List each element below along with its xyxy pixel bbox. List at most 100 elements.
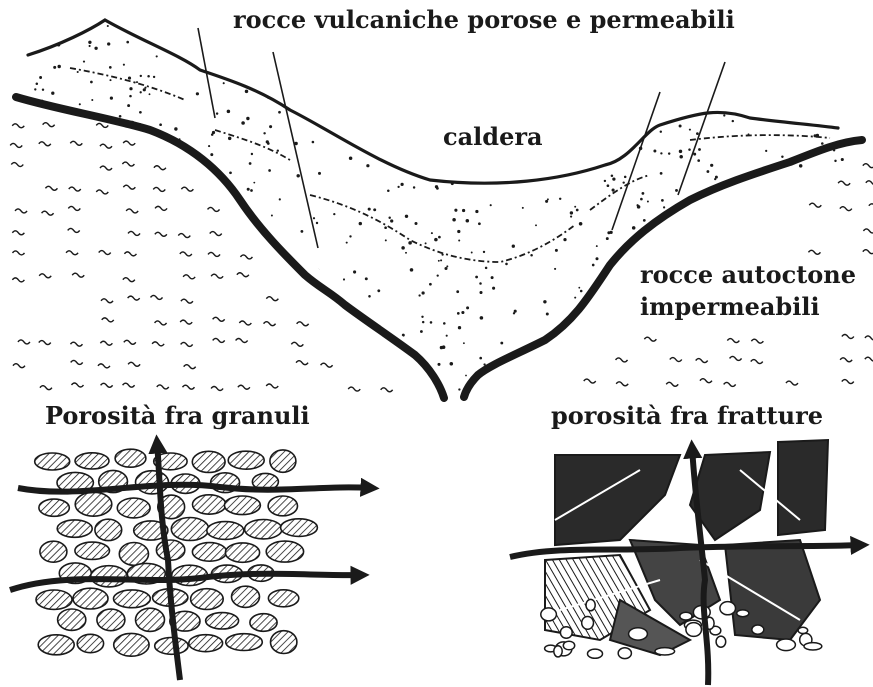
texture-dot	[690, 226, 693, 229]
texture-dot	[535, 224, 537, 226]
texture-dot	[36, 82, 39, 85]
grain	[193, 495, 226, 514]
texture-wave	[211, 386, 223, 390]
texture-dot	[131, 185, 134, 188]
texture-dot	[325, 51, 328, 54]
texture-dot	[241, 121, 245, 125]
texture-dot	[86, 371, 88, 373]
texture-wave	[123, 278, 135, 282]
texture-dot	[491, 276, 494, 279]
texture-wave	[808, 250, 820, 254]
grain	[97, 609, 125, 631]
texture-dot	[641, 120, 643, 122]
texture-dot	[466, 306, 469, 309]
grain	[38, 635, 74, 655]
texture-dot	[192, 391, 195, 394]
texture-wave	[237, 273, 249, 277]
texture-wave	[727, 339, 739, 343]
label-grain-porosity: Porosità fra granuli	[45, 401, 310, 430]
impermeable-rock-texture	[10, 121, 873, 391]
texture-dot	[628, 133, 631, 136]
texture-dot	[458, 388, 460, 390]
texture-dot	[614, 312, 617, 315]
texture-dot	[42, 250, 44, 252]
texture-dot	[113, 288, 117, 292]
texture-dot	[366, 164, 369, 167]
texture-wave	[296, 361, 308, 365]
texture-dot	[645, 77, 647, 79]
texture-dot	[586, 156, 589, 159]
texture-dot	[208, 145, 210, 147]
grain	[245, 520, 282, 539]
texture-dot	[652, 370, 655, 373]
grain	[232, 586, 260, 607]
texture-dot	[316, 222, 318, 224]
texture-dot	[289, 286, 292, 289]
texture-dot	[655, 44, 658, 47]
texture-wave	[123, 141, 135, 145]
texture-wave	[151, 295, 163, 299]
texture-dot	[51, 92, 54, 95]
texture-wave	[102, 318, 114, 322]
grain	[189, 635, 223, 652]
texture-dot	[431, 166, 433, 168]
texture-wave	[98, 364, 110, 368]
texture-dot	[131, 23, 134, 26]
texture-wave	[181, 187, 193, 191]
texture-dot	[131, 329, 134, 332]
texture-dot	[343, 278, 345, 280]
texture-dot	[28, 319, 30, 321]
texture-dot	[26, 232, 28, 234]
texture-dot	[475, 210, 478, 213]
texture-dot	[674, 80, 677, 83]
texture-dot	[147, 75, 150, 78]
grain	[113, 590, 150, 608]
texture-dot	[233, 253, 236, 256]
texture-dot	[827, 250, 829, 252]
texture-dot	[164, 217, 166, 219]
texture-dot	[448, 111, 450, 113]
texture-dot	[532, 165, 534, 167]
texture-dot	[616, 43, 618, 45]
texture-dot	[425, 58, 428, 61]
texture-dot	[853, 30, 856, 33]
texture-dot	[780, 323, 782, 325]
texture-wave	[72, 273, 84, 277]
texture-dot	[430, 74, 433, 77]
texture-dot	[131, 358, 133, 360]
texture-dot	[262, 59, 265, 62]
fractured-block	[778, 440, 828, 535]
texture-dot	[81, 20, 84, 23]
texture-dot	[178, 178, 181, 181]
grain	[35, 453, 70, 470]
texture-dot	[525, 175, 527, 177]
texture-dot	[39, 76, 42, 79]
texture-dot	[57, 65, 60, 68]
texture-dot	[513, 45, 515, 47]
texture-dot	[164, 292, 166, 294]
texture-dot	[849, 200, 853, 204]
texture-dot	[50, 32, 54, 36]
texture-dot	[60, 375, 64, 379]
texture-dot	[172, 342, 175, 345]
texture-wave	[124, 252, 136, 256]
texture-dot	[835, 50, 838, 53]
texture-dot	[110, 200, 113, 203]
texture-wave	[208, 207, 220, 211]
texture-dot	[83, 300, 85, 302]
texture-dot	[612, 189, 615, 192]
texture-dot	[148, 287, 151, 290]
texture-dot	[682, 224, 684, 226]
texture-dot	[578, 287, 580, 289]
texture-dot	[405, 215, 408, 218]
texture-wave	[751, 360, 763, 364]
texture-dot	[114, 144, 116, 146]
texture-dot	[245, 90, 248, 93]
fault-line	[678, 62, 725, 195]
texture-dot	[680, 366, 683, 369]
texture-dot	[696, 132, 699, 135]
texture-dot	[575, 319, 578, 322]
texture-dot	[434, 39, 436, 41]
texture-dot	[757, 182, 759, 184]
